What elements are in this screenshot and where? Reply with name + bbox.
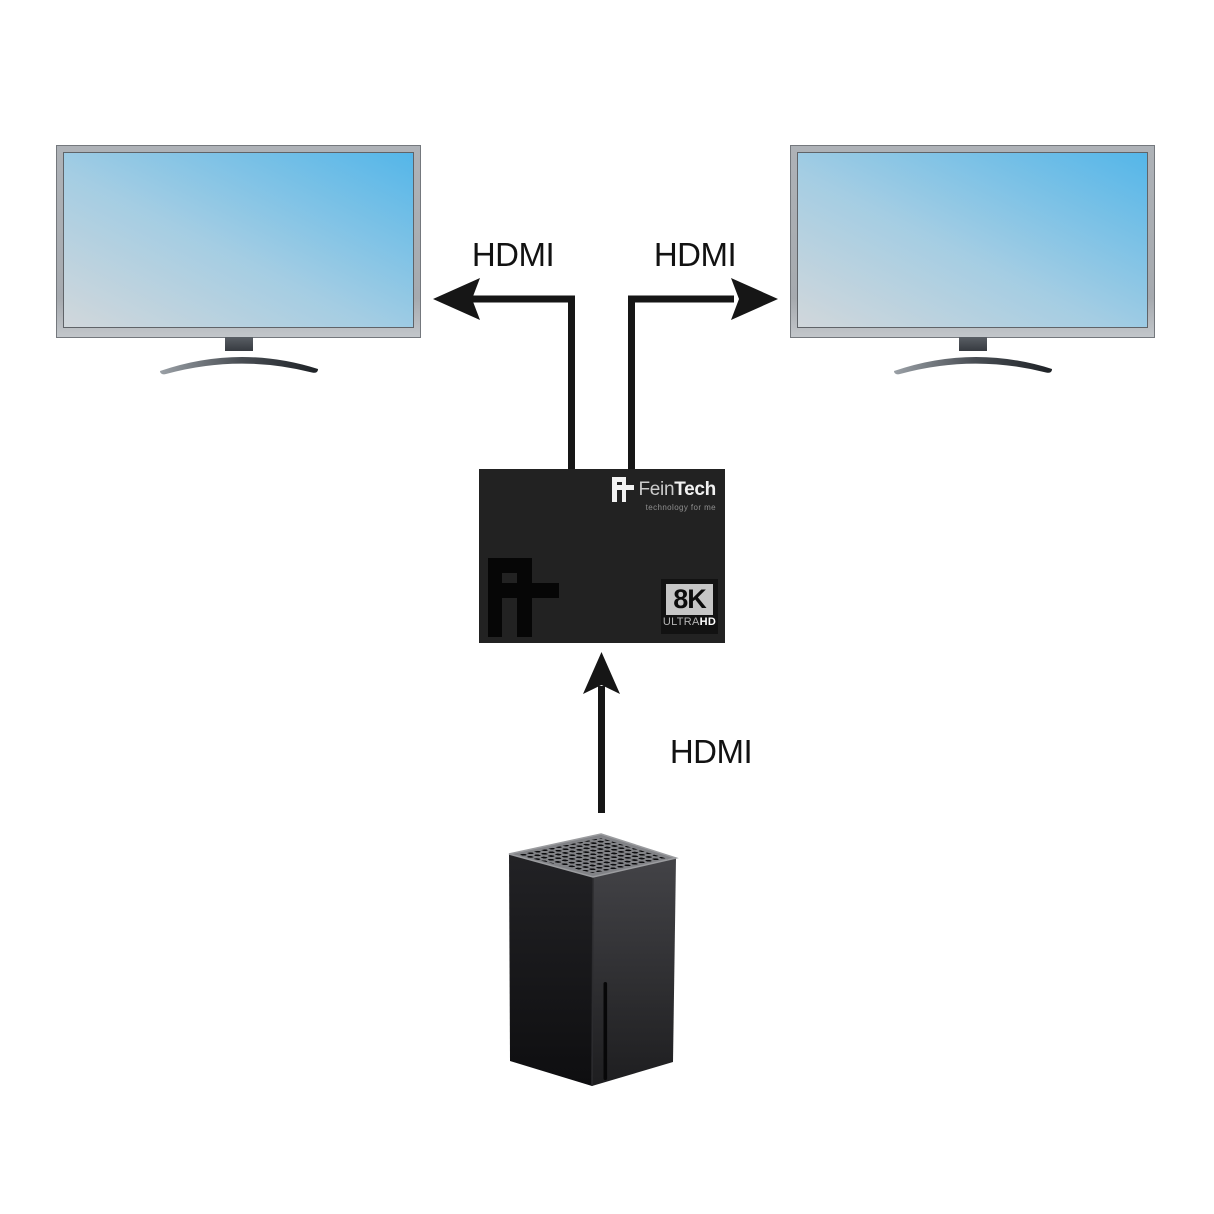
tv-right-screen bbox=[797, 152, 1148, 328]
tv-right-bezel bbox=[790, 145, 1155, 338]
brand-name: FeinTech bbox=[638, 478, 716, 502]
hdmi-label-right: HDMI bbox=[653, 236, 737, 273]
hdmi-label-input: HDMI bbox=[669, 733, 753, 770]
tv-left-screen bbox=[63, 152, 414, 328]
badge-hd-text: HD bbox=[699, 616, 717, 628]
ft-monogram-large bbox=[488, 558, 559, 637]
badge-ultra-text: ULTRA bbox=[662, 616, 700, 628]
tv-right-stand-foot bbox=[893, 356, 1052, 375]
console-vent-grid bbox=[517, 838, 668, 873]
arrowhead-right-icon bbox=[731, 278, 778, 320]
game-console bbox=[508, 833, 679, 1087]
arrowhead-up-icon bbox=[583, 652, 620, 694]
arrowhead-left-icon bbox=[433, 278, 480, 320]
tv-left bbox=[56, 145, 421, 375]
tv-left-stand-foot bbox=[159, 356, 318, 375]
brand-tagline: technology for me bbox=[645, 503, 716, 512]
brand-name-bold: Tech bbox=[674, 479, 716, 500]
brand-logo: FeinTech technology for me bbox=[612, 477, 716, 512]
hdmi-cable-left bbox=[469, 295, 575, 469]
console-disc-slot bbox=[603, 982, 608, 1080]
badge-resolution: 8K bbox=[666, 584, 713, 615]
hdmi-cable-right bbox=[628, 295, 734, 469]
console-side-face bbox=[592, 858, 676, 1086]
tv-left-bezel bbox=[56, 145, 421, 338]
console-front-face bbox=[509, 854, 593, 1086]
tv-right-stand-neck bbox=[958, 337, 987, 351]
tv-left-stand-neck bbox=[224, 337, 253, 351]
feintech-ft-icon bbox=[612, 477, 635, 502]
hdmi-label-left: HDMI bbox=[471, 236, 555, 273]
tv-right bbox=[790, 145, 1155, 375]
console-front-edge bbox=[591, 876, 594, 1087]
brand-name-regular: Fein bbox=[638, 479, 675, 500]
